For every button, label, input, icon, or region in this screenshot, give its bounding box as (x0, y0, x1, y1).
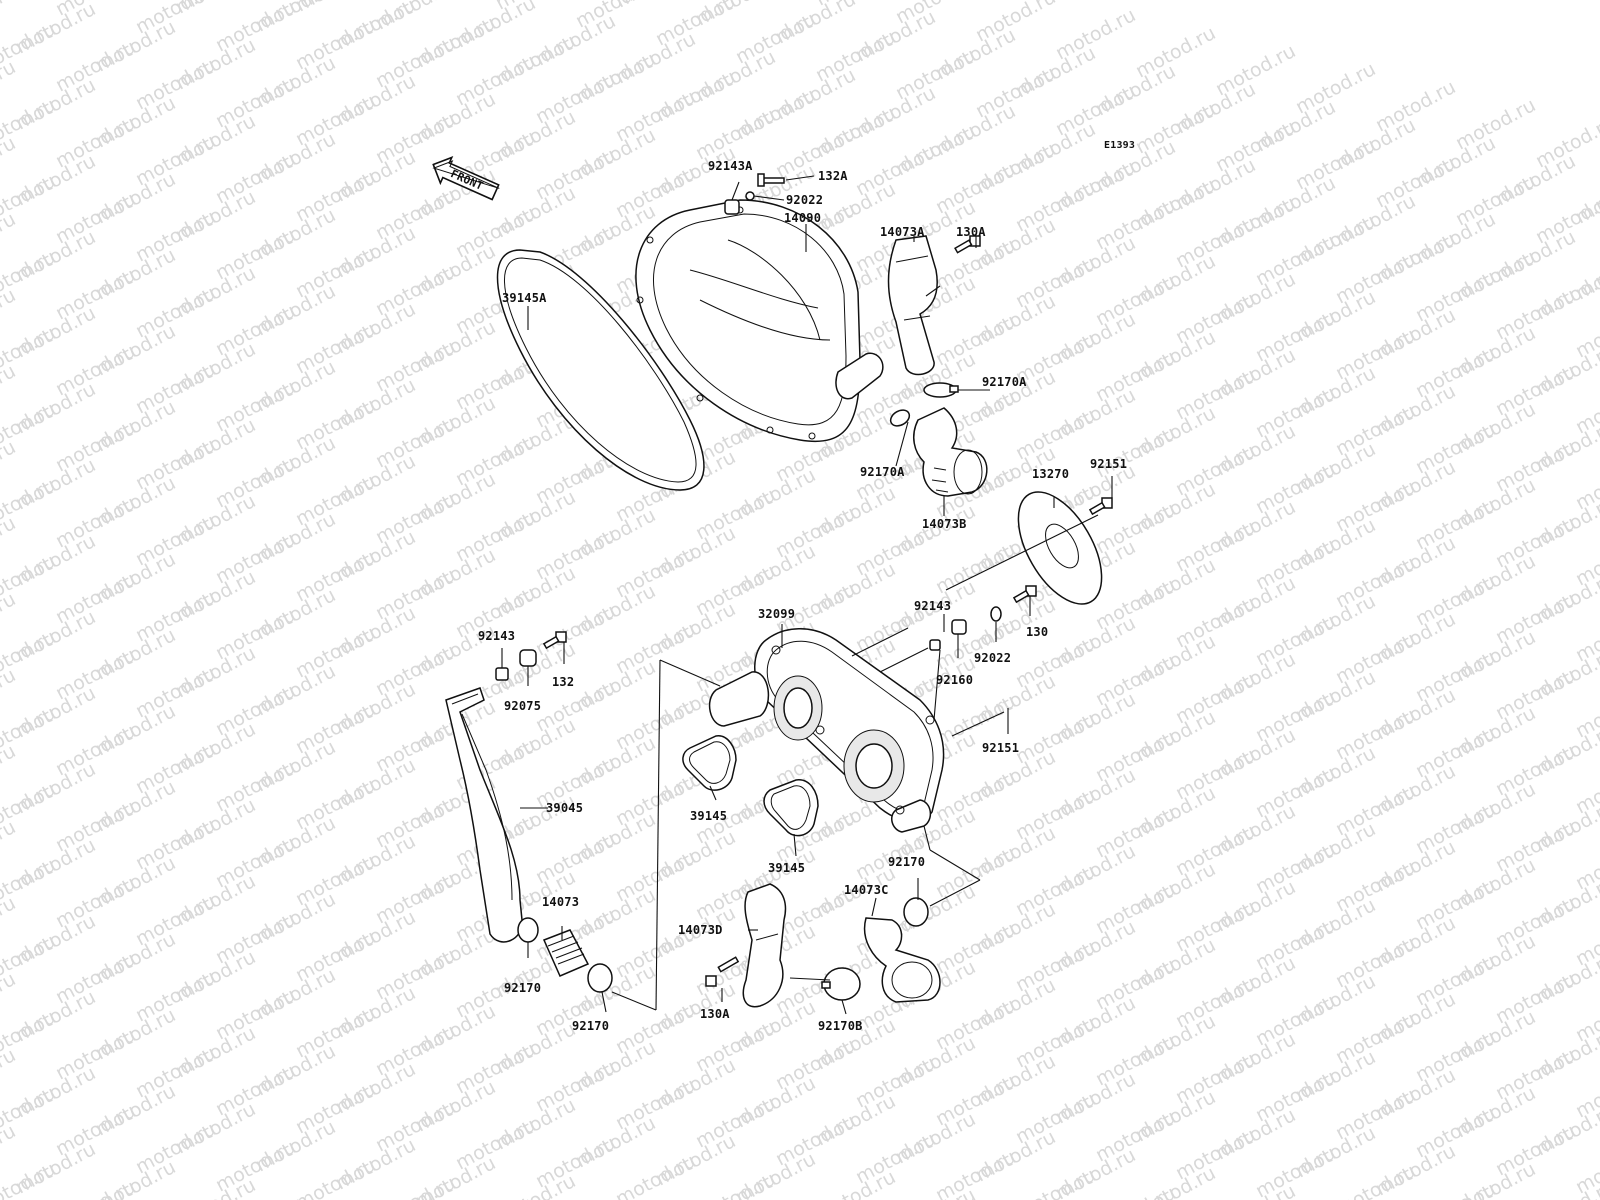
clamp-92170-lower-center (587, 963, 613, 993)
part-label: 92022 (786, 193, 823, 207)
hose-14073 (542, 929, 590, 977)
part-label: 39145 (690, 809, 727, 823)
part-label: 92170 (572, 1019, 609, 1033)
washer-92022-right (990, 606, 1002, 622)
bolt-130A-lower (705, 956, 740, 987)
part-label: 14090 (784, 211, 821, 225)
clamp-92170A-lower (889, 409, 911, 427)
part-label: 130A (956, 225, 986, 239)
part-label: 92143 (914, 599, 951, 613)
nut-92143-left (495, 667, 509, 681)
part-label: 130 (1026, 625, 1048, 639)
gasket-39145-left (682, 735, 737, 791)
bolt-92151-upper (1088, 497, 1113, 516)
clamp-92170B (821, 967, 861, 1001)
front-arrow-icon: FRONT (432, 156, 500, 201)
duct-14073C (863, 917, 941, 1003)
part-label: 92151 (982, 741, 1019, 755)
part-label: 92170 (888, 855, 925, 869)
part-label: 92170 (504, 981, 541, 995)
part-label: 39145 (768, 861, 805, 875)
part-label: 132 (552, 675, 574, 689)
collar-92075 (519, 649, 537, 667)
part-label: 92143A (708, 159, 753, 173)
part-label: 92022 (974, 651, 1011, 665)
duct-14073B (912, 407, 988, 497)
clamp-92170A-upper (923, 382, 959, 398)
housing-32099 (708, 628, 945, 833)
collar-92160 (929, 619, 967, 651)
bolt-130-right (1012, 585, 1037, 604)
part-label: 92151 (1090, 457, 1127, 471)
part-label: 92170A (860, 465, 905, 479)
part-label: 130A (700, 1007, 730, 1021)
part-label: 32099 (758, 607, 795, 621)
part-label: 92143 (478, 629, 515, 643)
part-label: 92170A (982, 375, 1027, 389)
duct-39045 (445, 687, 523, 943)
part-label: 92075 (504, 699, 541, 713)
part-label: 13270 (1032, 467, 1069, 481)
clamp-92170-right (903, 897, 929, 927)
part-label: 14073C (844, 883, 889, 897)
part-label: 92170B (818, 1019, 863, 1033)
clamp-92170-lower-left (517, 917, 539, 943)
part-label: 39145A (502, 291, 547, 305)
part-label: 14073B (922, 517, 967, 531)
duct-14073D (742, 883, 787, 1008)
part-label: 132A (818, 169, 848, 183)
bolt-132-left (542, 631, 567, 650)
part-label: 14073A (880, 225, 925, 239)
part-label: 39045 (546, 801, 583, 815)
diagram-code: E1393 (1104, 140, 1135, 151)
gasket-39145-center (763, 779, 819, 837)
part-label: 14073D (678, 923, 723, 937)
part-label: 92160 (936, 673, 973, 687)
part-label: 14073 (542, 895, 579, 909)
duct-14073A (887, 235, 938, 376)
